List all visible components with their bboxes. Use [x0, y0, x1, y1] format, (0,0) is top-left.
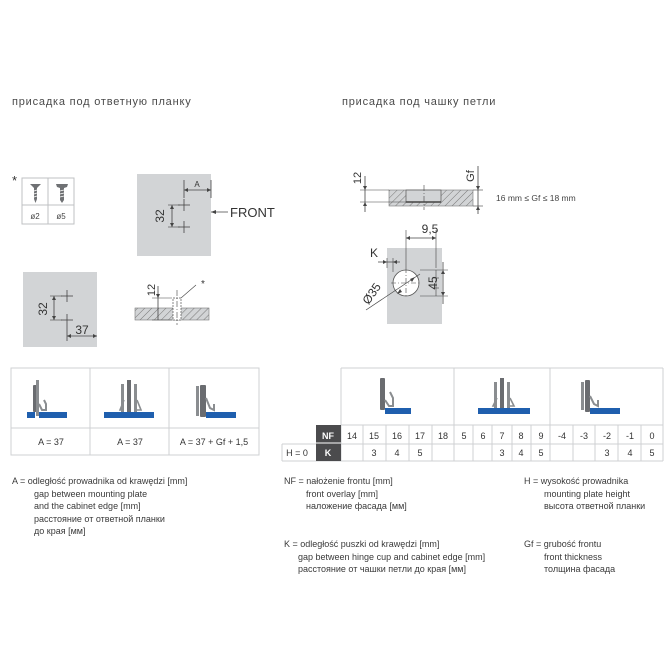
- legend-a-line: and the cabinet edge [mm]: [34, 501, 141, 511]
- h-zero-label: H = 0: [286, 448, 308, 458]
- legend-gf-line: front thickness: [544, 551, 603, 562]
- nf-cell: 14: [347, 431, 357, 441]
- legend-h-line: H = wysokość prowadnika: [524, 476, 629, 486]
- mounting-plate-table: A = 37 A = 37 A = 37 + Gf + 1,5: [10, 367, 260, 456]
- k-cell: 5: [649, 448, 654, 458]
- section-asterisk: *: [201, 279, 205, 290]
- dim-12-left: 12: [146, 284, 158, 296]
- hinge-icon-full-overlay: [27, 380, 67, 418]
- nf-cell: 6: [480, 431, 485, 441]
- legend-gf: Gf = grubość frontu front thickness толщ…: [524, 538, 615, 576]
- mounting-plate-bottom-view: 32 37: [23, 272, 97, 347]
- dim-32-bottom: 32: [36, 302, 50, 316]
- legend-gf-line: Gf = grubość frontu: [524, 539, 602, 549]
- dim-37-label: 37: [75, 323, 89, 337]
- nf-cell: -2: [603, 431, 611, 441]
- dim-9-5-label: 9,5: [422, 222, 439, 236]
- legend-a: A = odległość prowadnika od krawędzi [mm…: [12, 475, 187, 538]
- nf-header: NF: [322, 431, 334, 441]
- legend-k: K = odległość puszki od krawędzi [mm] ga…: [284, 538, 485, 576]
- k-cell: 3: [604, 448, 609, 458]
- asterisk-mark: *: [12, 173, 17, 188]
- gf-range-label: 16 mm ≤ Gf ≤ 18 mm: [496, 193, 576, 203]
- hinge-icon-inset-right: [581, 380, 620, 414]
- overlay-table: NF K H = 0 14 15 16 17 18 5 6 7 8 9 -4 -…: [281, 367, 664, 462]
- nf-cell: 18: [438, 431, 448, 441]
- nf-cell: 7: [499, 431, 504, 441]
- legend-gf-line: толщина фасада: [544, 564, 616, 574]
- left-section-title: присадка под ответную планку: [12, 96, 192, 108]
- k-cell: 5: [417, 448, 422, 458]
- hinge-icon-inset: [196, 385, 236, 418]
- k-cell: 3: [499, 448, 504, 458]
- formula-inset: A = 37 + Gf + 1,5: [180, 437, 248, 447]
- nf-cell: 5: [461, 431, 466, 441]
- legend-nf-line: NF = nałożenie frontu [mm]: [284, 476, 393, 486]
- screw-size-large: ø5: [56, 212, 66, 221]
- hinge-cup-drawings: 12 Gf 16 mm ≤ Gf ≤ 18 mm 9,5 K Ø35 45: [352, 166, 576, 324]
- legend-h-line: высота ответной планки: [544, 501, 646, 511]
- k-cell: 3: [371, 448, 376, 458]
- legend-nf-line: front overlay [mm]: [306, 488, 379, 499]
- hinge-cup-section: 12 Gf 16 mm ≤ Gf ≤ 18 mm: [352, 166, 576, 214]
- formula-half-overlay: A = 37: [117, 437, 143, 447]
- hinge-icon-full-overlay-right: [380, 378, 411, 414]
- front-label: FRONT: [230, 205, 275, 220]
- hinge-icon-half-overlay: [104, 380, 154, 418]
- legend-k-line: gap between hinge cup and cabinet edge […: [298, 551, 486, 562]
- screws-box: * ø2 ø5: [12, 173, 75, 225]
- dim-35-label: Ø35: [359, 280, 384, 307]
- k-cell: 5: [538, 448, 543, 458]
- legend-a-line: gap between mounting plate: [34, 488, 148, 499]
- nf-cell: 0: [649, 431, 654, 441]
- dim-12-right: 12: [352, 172, 364, 184]
- legend-a-line: A = odległość prowadnika od krawędzi [mm…: [12, 476, 188, 486]
- legend-nf-line: наложение фасада [мм]: [306, 501, 407, 511]
- screw-size-small: ø2: [30, 212, 40, 221]
- screw-small-icon: [30, 184, 41, 203]
- legend-nf: NF = nałożenie frontu [mm] front overlay…: [284, 475, 407, 513]
- drill-section-view: 12 *: [134, 279, 210, 325]
- right-section-title: присадка под чашку петли: [342, 96, 497, 108]
- dim-gf-label: Gf: [465, 169, 477, 182]
- legend-h-line: mounting plate height: [544, 488, 631, 499]
- dim-k-label: K: [370, 246, 378, 260]
- nf-cell: -1: [626, 431, 634, 441]
- legend-k-line: расстояние от чашки петли до края [мм]: [298, 564, 466, 574]
- k-cell: 4: [627, 448, 632, 458]
- nf-cell: 16: [392, 431, 402, 441]
- k-cell: 4: [518, 448, 523, 458]
- nf-cell: 17: [415, 431, 425, 441]
- legend-a-line: расстояние от ответной планки: [34, 513, 165, 524]
- screw-large-icon: [56, 184, 68, 203]
- dim-45-label: 45: [426, 276, 440, 290]
- mounting-plate-top-view: A 32 FRONT: [137, 174, 275, 256]
- dim-32-top: 32: [153, 209, 167, 223]
- hinge-icon-half-overlay-right: [478, 378, 530, 414]
- nf-cell: 8: [518, 431, 523, 441]
- hinge-cup-plan: 9,5 K Ø35 45: [359, 222, 448, 324]
- nf-cell: -4: [558, 431, 566, 441]
- mounting-plate-drawings: * ø2 ø5 A 32: [12, 173, 275, 347]
- legend-k-line: K = odległość puszki od krawędzi [mm]: [284, 539, 440, 549]
- formula-full-overlay: A = 37: [38, 437, 64, 447]
- legend-h: H = wysokość prowadnika mounting plate h…: [524, 475, 645, 513]
- nf-cell: -3: [580, 431, 588, 441]
- k-cell: 4: [394, 448, 399, 458]
- dim-a-label: A: [194, 180, 200, 189]
- legend-a-line: до края [мм]: [34, 526, 86, 536]
- k-header: K: [325, 448, 332, 458]
- nf-cell: 9: [538, 431, 543, 441]
- nf-cell: 15: [369, 431, 379, 441]
